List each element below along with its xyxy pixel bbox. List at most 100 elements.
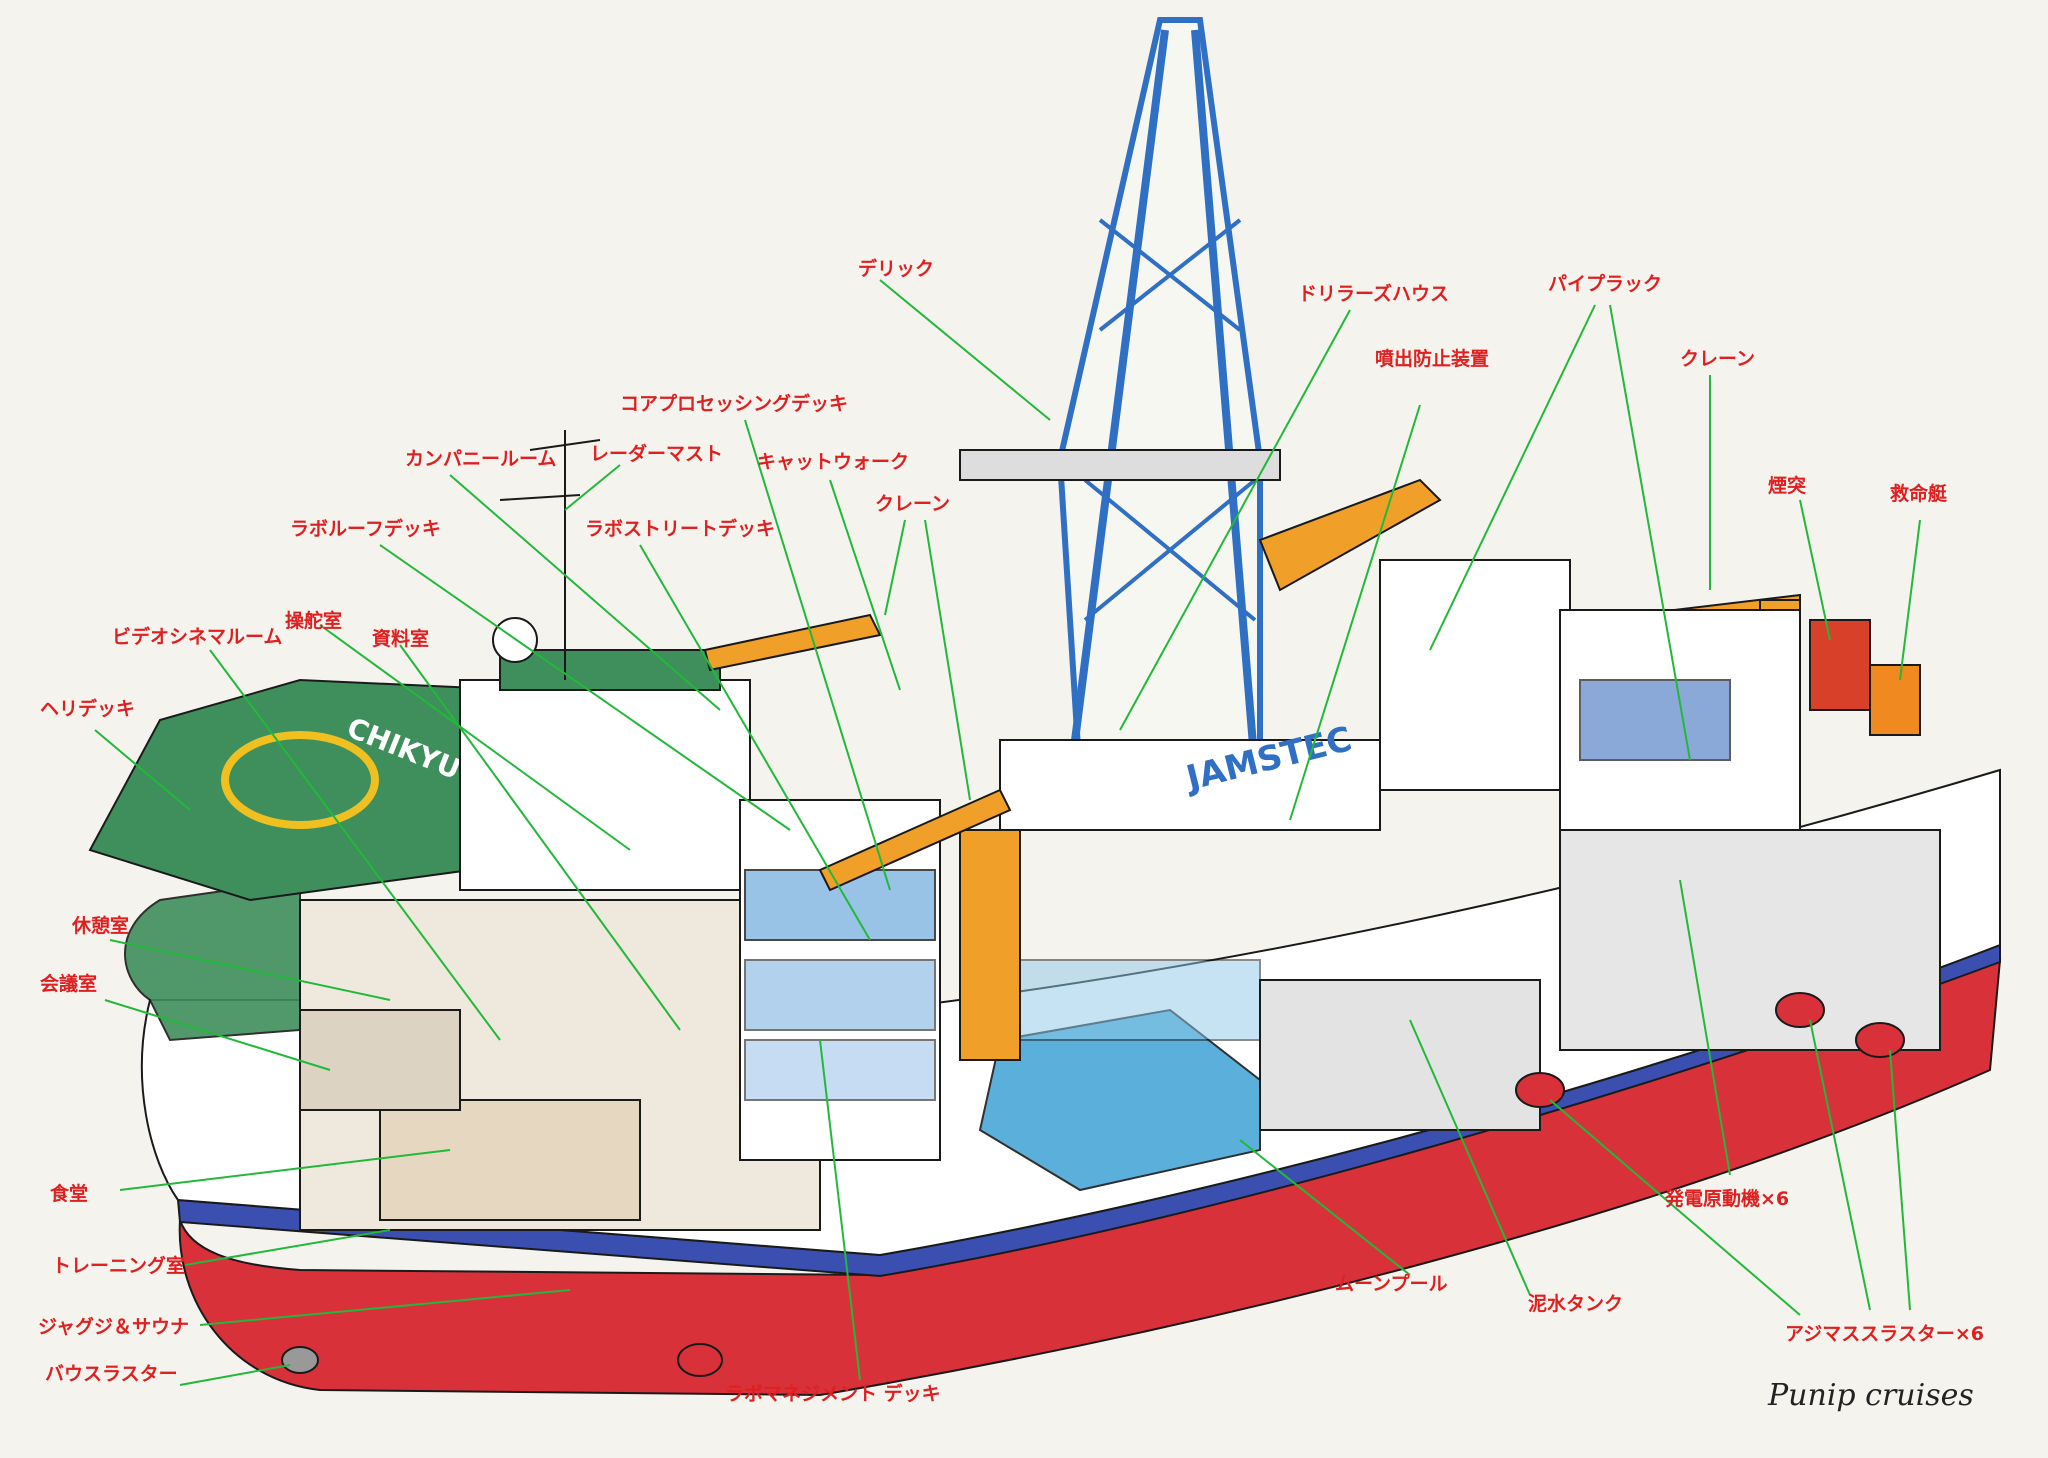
leader-core-processing xyxy=(744,419,891,891)
leader-bow-thruster xyxy=(179,1364,291,1386)
leader-bop xyxy=(1289,404,1421,821)
leader-training xyxy=(184,1229,391,1266)
derrick-leg-left xyxy=(1066,29,1169,781)
leader-derrick xyxy=(879,279,1051,421)
leader-lab-street xyxy=(639,544,871,941)
azimuth-thruster-4 xyxy=(1855,1022,1905,1058)
meeting-area xyxy=(299,1009,461,1111)
crane-mid-boom xyxy=(818,788,1012,892)
leader-jacuzzi xyxy=(199,1289,571,1326)
radar-mast-arm-2 xyxy=(499,494,581,501)
bow-thruster-shape xyxy=(281,1346,319,1374)
label-meeting-room: 会議室 xyxy=(40,972,97,995)
leader-video-cinema xyxy=(209,649,501,1041)
crane-pipe-rack-boom xyxy=(1258,478,1442,592)
azimuth-thruster-2 xyxy=(1515,1072,1565,1108)
label-derrick: デリック xyxy=(858,257,934,280)
lifeboat-body xyxy=(1869,664,1921,736)
leader-meeting-room xyxy=(104,999,331,1071)
derrick-platform xyxy=(959,449,1281,481)
label-library: 資料室 xyxy=(372,627,429,650)
leader-library xyxy=(399,644,681,1031)
label-bridge: 操舵室 xyxy=(285,609,342,632)
leader-bridge xyxy=(319,624,631,851)
bridge-top-deck xyxy=(499,649,721,691)
label-azimuth-thruster: アジマススラスター×6 xyxy=(1785,1323,1984,1345)
leader-funnel xyxy=(1799,499,1831,641)
label-funnel: 煙突 xyxy=(1768,474,1806,497)
label-bow-thruster: バウスラスター xyxy=(45,1363,178,1385)
leader-crane-mid-2 xyxy=(924,519,971,801)
derrick-frame xyxy=(1056,17,1263,784)
leader-azimuth-1 xyxy=(1549,1099,1801,1316)
label-video-cinema-room: ビデオシネマルーム xyxy=(112,625,282,648)
callout-labels: デリック ドリラーズハウス パイプラック クレーン 噴出防止装置 コアプロセッシ… xyxy=(38,257,1984,1405)
leader-crane-mid xyxy=(884,519,906,616)
engine-room xyxy=(1559,829,1941,1051)
label-crane-mid: クレーン xyxy=(875,493,950,515)
leader-generator xyxy=(1679,879,1731,1176)
lab-blue-floor-2 xyxy=(744,959,936,1031)
label-company-room: カンパニールーム xyxy=(405,448,556,470)
azimuth-thruster-3 xyxy=(1775,992,1825,1028)
aft-house-windows xyxy=(1579,679,1731,761)
label-dining: 食堂 xyxy=(50,1182,88,1205)
leader-lifeboat xyxy=(1899,519,1921,681)
leader-lab-roof xyxy=(379,544,791,831)
label-lifeboat: 救命艇 xyxy=(1890,482,1947,505)
leader-mud-tank xyxy=(1409,1019,1531,1296)
leader-azimuth-3 xyxy=(1889,1049,1911,1311)
derrick-brace-2 xyxy=(1098,218,1242,332)
leader-lab-management xyxy=(819,1039,861,1381)
moon-pool-shaft xyxy=(979,959,1261,1041)
pipe-rack-block xyxy=(1379,559,1571,791)
label-lab-management-deck: ラボマネジメント デッキ xyxy=(725,1382,941,1405)
azimuth-thruster-1 xyxy=(677,1343,723,1377)
leader-heli-deck xyxy=(94,729,191,811)
leader-catwalk xyxy=(829,479,901,691)
leader-lines xyxy=(94,279,1921,1386)
leader-moon-pool xyxy=(1239,1139,1411,1276)
label-jacuzzi-sauna: ジャグジ＆サウナ xyxy=(38,1315,189,1338)
lab-blue-floor-3 xyxy=(744,1039,936,1101)
leader-company-room xyxy=(449,474,721,711)
label-core-processing-deck: コアプロセッシングデッキ xyxy=(620,392,848,415)
label-training-room: トレーニング室 xyxy=(52,1254,185,1277)
bridge-block xyxy=(459,679,751,891)
mud-tank-area xyxy=(1259,979,1541,1131)
heli-deck-circle xyxy=(221,731,379,829)
label-pipe-rack: パイプラック xyxy=(1548,272,1662,295)
label-radar-mast: レーダーマスト xyxy=(590,442,723,465)
label-mud-tank: 泥水タンク xyxy=(1528,1293,1623,1315)
dining-area xyxy=(379,1099,641,1221)
label-crane-aft: クレーン xyxy=(1680,348,1755,370)
crane-fwd-boom xyxy=(703,613,882,672)
derrick-leg-right xyxy=(1191,29,1259,771)
leader-pipe-rack xyxy=(1429,304,1596,651)
leader-radar-mast xyxy=(564,464,621,511)
label-generator-engine: 発電原動機×6 xyxy=(1664,1187,1789,1210)
leader-dining xyxy=(119,1149,451,1191)
label-lab-roof-deck: ラボルーフデッキ xyxy=(290,517,441,540)
label-drillers-house: ドリラーズハウス xyxy=(1298,282,1449,305)
derrick-brace-4 xyxy=(1083,478,1257,622)
forward-superstructure xyxy=(299,430,821,1231)
thrusters xyxy=(281,992,1905,1377)
leader-drillers-house xyxy=(1119,309,1351,731)
funnel-body xyxy=(1809,619,1871,711)
label-heli-deck: ヘリデッキ xyxy=(40,697,135,720)
label-lab-street-deck: ラボストリートデッキ xyxy=(585,517,775,540)
label-catwalk: キャットウォーク xyxy=(757,451,909,473)
label-moon-pool: ムーンプール xyxy=(1335,1272,1447,1295)
label-bop: 噴出防止装置 xyxy=(1375,347,1489,370)
leader-azimuth-2 xyxy=(1809,1019,1871,1311)
radar-mast-arm-1 xyxy=(529,439,601,451)
derrick-tower: JAMSTEC xyxy=(959,17,1381,831)
moon-pool xyxy=(959,829,1261,1192)
leader-pipe-rack-2 xyxy=(1609,304,1691,761)
aft-superstructure xyxy=(1259,559,1941,1131)
artist-signature: Punip cruises xyxy=(1767,1378,1974,1413)
bop-unit xyxy=(959,829,1021,1061)
